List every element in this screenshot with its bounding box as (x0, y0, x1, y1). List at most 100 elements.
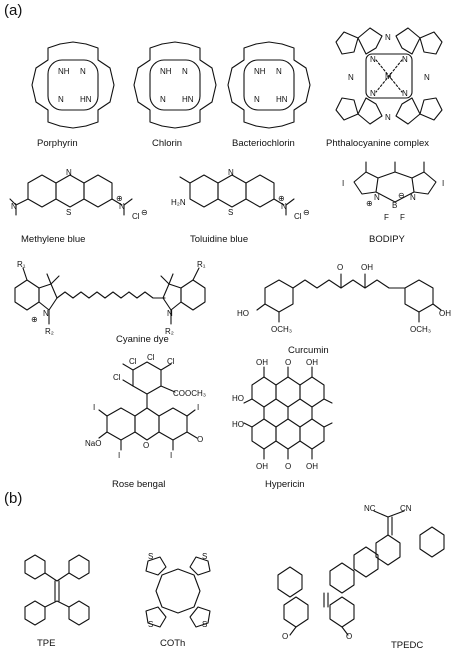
molecule-name-bacteriochlorin: Bacteriochlorin (232, 138, 295, 149)
molecule-name-methylene-blue: Methylene blue (21, 234, 86, 245)
atom-label: NH (160, 67, 172, 76)
rose-bengal-structure: Cl Cl Cl Cl COOCH₃ I I NaO O O I I (85, 353, 206, 460)
atom-label: ⊕ (278, 194, 285, 203)
atom-label: I (342, 179, 344, 188)
atom-label: F (400, 213, 405, 222)
methylene-blue-structure: N S N N ⊕ Cl ⊖ (9, 168, 148, 221)
atom-label: N (182, 67, 188, 76)
atom-label: N (370, 55, 376, 64)
tpedc-structure: NC CN O O (277, 504, 445, 641)
atom-label: OH (256, 358, 268, 367)
molecule-name-phthalocyanine: Phthalocyanine complex (326, 138, 429, 149)
coth-structure: S S S S (145, 552, 211, 629)
curcumin-structure: O OH HO OCH₃ OCH₃ OH (237, 263, 451, 334)
atom-label: N (254, 95, 260, 104)
molecule-name-chlorin: Chlorin (152, 138, 183, 149)
atom-label: N (167, 309, 173, 318)
atom-label: N (58, 95, 64, 104)
atom-label: N (160, 95, 166, 104)
atom-label: CN (400, 504, 412, 513)
panel-label-b: (b) (4, 490, 23, 507)
atom-label: R₂ (45, 327, 54, 336)
atom-label: N (43, 309, 49, 318)
atom-label: NH (58, 67, 70, 76)
atom-label: OH (361, 263, 373, 272)
atom-label: N (66, 168, 72, 177)
atom-label: O (197, 435, 203, 444)
atom-label: O (346, 632, 352, 641)
atom-label: Cl (132, 212, 140, 221)
atom-label: N (385, 33, 391, 42)
atom-label: N (424, 73, 430, 82)
atom-label: HO (232, 420, 244, 429)
atom-label: OH (439, 309, 451, 318)
atom-label: F (384, 213, 389, 222)
atom-label: N (402, 89, 408, 98)
atom-label: N (348, 73, 354, 82)
atom-label: HO (232, 394, 244, 403)
atom-label: M (385, 72, 392, 81)
atom-label: N (228, 168, 234, 177)
molecule-name-tpe: TPE (37, 638, 56, 649)
atom-label: N (281, 202, 287, 211)
tpe-structure (24, 554, 90, 626)
atom-label: N (374, 193, 380, 202)
cyanine-dye-structure: R₁ R₁ N N ⊕ R₂ R₂ (14, 260, 206, 336)
atom-label: N (11, 202, 17, 211)
chlorin-structure: NH N N HN (133, 41, 217, 129)
atom-label: NaO (85, 439, 101, 448)
molecule-name-bodipy: BODIPY (369, 234, 405, 245)
atom-label: I (93, 403, 95, 412)
molecule-name-curcumin: Curcumin (288, 345, 329, 356)
atom-label: I (170, 451, 172, 460)
molecule-name-coth: COTh (160, 638, 186, 649)
atom-label: O (285, 462, 291, 471)
atom-label: Cl (129, 357, 137, 366)
atom-label: HN (80, 95, 92, 104)
atom-label: ⊕ (31, 315, 38, 324)
atom-label: Cl (147, 353, 155, 362)
atom-label: HN (276, 95, 288, 104)
atom-label: H₂N (171, 198, 186, 207)
atom-label: NC (364, 504, 376, 513)
atom-label: OH (306, 358, 318, 367)
atom-label: R₁ (197, 260, 206, 269)
atom-label: N (276, 67, 282, 76)
porphyrin-structure: NH N N HN (31, 41, 115, 129)
atom-label: S (228, 208, 233, 217)
atom-label: Cl (113, 373, 121, 382)
atom-label: O (285, 358, 291, 367)
atom-label: N (402, 55, 408, 64)
atom-label: OCH₃ (271, 325, 292, 334)
atom-label: Cl (167, 357, 175, 366)
atom-label: O (337, 263, 343, 272)
atom-label: N (80, 67, 86, 76)
atom-label: OCH₃ (410, 325, 431, 334)
atom-label: OH (256, 462, 268, 471)
molecule-name-porphyrin: Porphyrin (37, 138, 78, 149)
atom-label: Cl (294, 212, 302, 221)
atom-label: S (66, 208, 71, 217)
atom-label: O (143, 441, 149, 450)
atom-label: N (410, 193, 416, 202)
atom-label: O (282, 632, 288, 641)
molecule-name-rose-bengal: Rose bengal (112, 479, 166, 490)
atom-label: ⊕ (366, 199, 373, 208)
atom-label: S (202, 552, 207, 561)
atom-label: NH (254, 67, 266, 76)
atom-label: S (202, 620, 207, 629)
molecule-name-toluidine-blue: Toluidine blue (190, 234, 249, 245)
atom-label: N (119, 202, 125, 211)
atom-label: HN (182, 95, 194, 104)
toluidine-blue-structure: N S H₂N N ⊕ Cl ⊖ (171, 168, 310, 221)
molecule-name-hypericin: Hypericin (265, 479, 305, 490)
atom-label: N (385, 113, 391, 122)
atom-label: R₁ (17, 260, 26, 269)
bacteriochlorin-structure: NH N N HN (227, 41, 311, 129)
atom-label: B (392, 201, 397, 210)
hypericin-structure: OH O OH HO HO OH O OH (232, 358, 333, 471)
atom-label: S (148, 552, 153, 561)
atom-label: ⊖ (141, 208, 148, 217)
atom-label: ⊖ (303, 208, 310, 217)
molecule-name-cyanine-dye: Cyanine dye (116, 334, 169, 345)
